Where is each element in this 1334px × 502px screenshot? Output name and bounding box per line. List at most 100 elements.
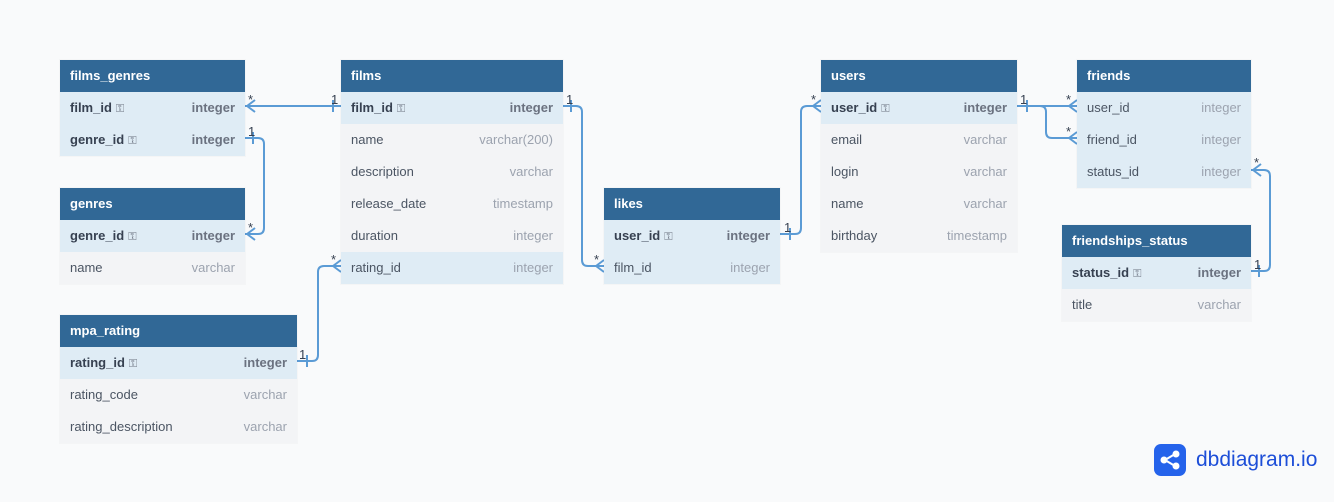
field-type: integer [243,355,287,370]
table-row[interactable]: film_id⚿ integer [60,92,245,124]
field-type: varchar(200) [479,132,553,147]
field-type: integer [191,228,235,243]
table-row[interactable]: title varchar [1062,289,1251,321]
table-row[interactable]: film_id integer [604,252,780,284]
field-type: varchar [963,164,1007,179]
crow-foot [1252,169,1262,177]
table-row[interactable]: birthday timestamp [821,220,1017,252]
crow-foot [595,265,605,273]
table-row[interactable]: email varchar [821,124,1017,156]
card-one: 1 [299,347,306,362]
rel-friends-status [1251,169,1271,272]
field-name: description [351,164,414,179]
table-row[interactable]: description varchar [341,156,563,188]
rel-users-friends-friend [1039,105,1077,139]
table-friendships-status[interactable]: friendships_status status_id⚿ integer ti… [1062,225,1251,321]
card-one: 1 [784,220,791,235]
key-icon: ⚿ [664,231,673,243]
table-row[interactable]: genre_id⚿ integer [60,220,245,252]
table-row[interactable]: friend_id integer [1077,124,1251,156]
table-row[interactable]: status_id⚿ integer [1062,257,1251,289]
dbdiagram-logo-icon [1154,444,1186,476]
field-name: genre_id [70,132,125,147]
rel-mpa-films [297,265,341,362]
field-type: integer [1201,132,1241,147]
field-name: name [70,260,103,275]
table-films-genres[interactable]: films_genres film_id⚿ integer genre_id⚿ … [60,60,245,156]
table-row[interactable]: name varchar [821,188,1017,220]
crow-foot [1068,99,1078,107]
card-many: * [594,252,599,267]
crow-foot [246,233,256,241]
field-type: integer [1201,100,1241,115]
table-row[interactable]: status_id integer [1077,156,1251,188]
card-one: 1 [1254,257,1261,272]
field-type: integer [513,260,553,275]
field-name: email [831,132,863,147]
table-row[interactable]: name varchar [60,252,245,284]
key-icon: ⚿ [115,103,125,115]
table-row[interactable]: release_date timestamp [341,188,563,220]
field-name: film_id [614,260,652,275]
table-header[interactable]: users [821,60,1017,92]
brand-link[interactable]: dbdiagram.io [1154,443,1317,477]
table-genres[interactable]: genres genre_id⚿ integer name varchar [60,188,245,284]
table-header[interactable]: genres [60,188,245,220]
table-row[interactable]: rating_id⚿ integer [60,347,297,379]
field-type: timestamp [947,228,1007,243]
card-one: 1 [248,124,255,139]
card-one: 1 [1020,92,1027,107]
table-header[interactable]: friends [1077,60,1251,92]
crow-foot [595,259,605,267]
table-films[interactable]: films film_id⚿ integer name varchar(200)… [341,60,563,284]
card-one: 1 [331,92,338,107]
table-row[interactable]: login varchar [821,156,1017,188]
crow-foot [1068,131,1078,139]
table-row[interactable]: user_id⚿ integer [604,220,780,252]
table-row[interactable]: rating_code varchar [60,379,297,411]
table-users[interactable]: users user_id⚿ integer email varchar log… [821,60,1017,252]
table-likes[interactable]: likes user_id⚿ integer film_id integer [604,188,780,284]
field-name: login [831,164,859,179]
table-row[interactable]: user_id⚿ integer [821,92,1017,124]
key-icon: ⚿ [881,103,890,115]
crow-foot [246,227,256,235]
crow-foot [332,265,342,273]
table-header[interactable]: friendships_status [1062,225,1251,257]
rel-films-likes [563,105,604,267]
table-header[interactable]: films_genres [60,60,245,92]
field-type: varchar [191,260,235,275]
key-icon: ⚿ [1133,268,1142,280]
table-row[interactable]: rating_id integer [341,252,563,284]
table-friends[interactable]: friends user_id integer friend_id intege… [1077,60,1251,188]
rel-films-genres-genres [245,137,265,235]
field-name: user_id [614,228,661,243]
key-icon: ⚿ [396,103,406,115]
field-name: title [1072,297,1093,312]
table-row[interactable]: film_id⚿ integer [341,92,563,124]
field-name: friend_id [1087,132,1137,147]
field-name: status_id [1087,164,1140,179]
crow-foot [246,99,256,107]
key-icon: ⚿ [128,135,137,147]
field-type: integer [509,100,553,115]
card-many: * [248,220,253,235]
field-name: rating_code [70,387,138,402]
table-header[interactable]: films [341,60,563,92]
table-row[interactable]: user_id integer [1077,92,1251,124]
field-name: birthday [831,228,878,243]
table-row[interactable]: name varchar(200) [341,124,563,156]
table-header[interactable]: likes [604,188,780,220]
card-many: * [331,252,336,267]
field-type: varchar [243,387,287,402]
table-row[interactable]: rating_description varchar [60,411,297,443]
field-name: user_id [1087,100,1130,115]
field-name: name [831,196,864,211]
crow-foot [332,259,342,267]
table-row[interactable]: genre_id⚿ integer [60,124,245,156]
card-many: * [248,92,253,107]
crow-foot [1068,105,1078,113]
table-mpa-rating[interactable]: mpa_rating rating_id⚿ integer rating_cod… [60,315,297,443]
table-row[interactable]: duration integer [341,220,563,252]
table-header[interactable]: mpa_rating [60,315,297,347]
